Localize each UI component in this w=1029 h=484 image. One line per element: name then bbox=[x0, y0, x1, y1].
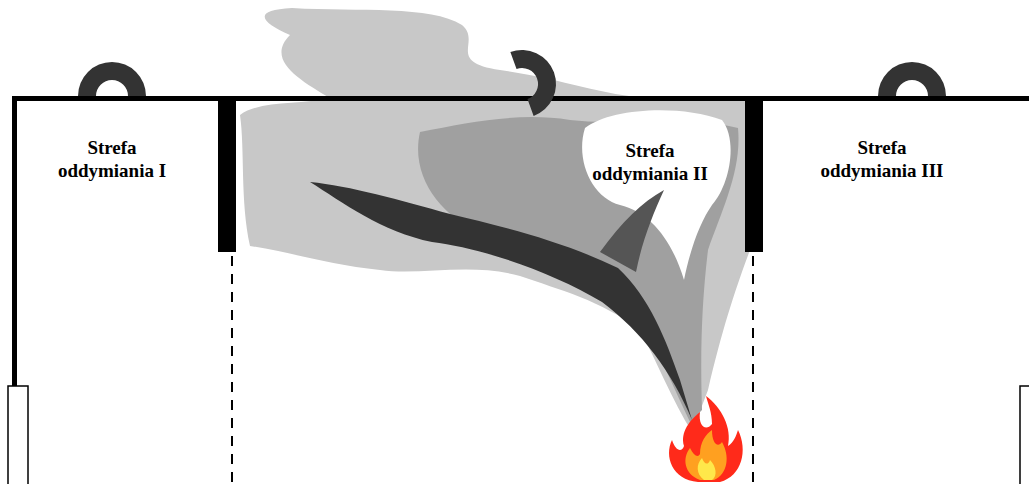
smoke-light bbox=[240, 8, 750, 432]
smoke-vent bbox=[78, 62, 146, 96]
zone-label: Strefa oddymiania I bbox=[42, 137, 182, 183]
left-opening bbox=[8, 386, 28, 484]
zone-label: Strefa oddymiania II bbox=[580, 140, 720, 186]
smoke-vent-open bbox=[510, 40, 565, 116]
smoke-clear-patch bbox=[582, 110, 731, 280]
smoke-curtain bbox=[218, 96, 236, 252]
fire-core bbox=[698, 458, 716, 480]
smoke-dark bbox=[310, 182, 692, 420]
curtain-dashed-line bbox=[752, 256, 754, 484]
zone-label: Strefa oddymiania III bbox=[812, 137, 952, 183]
smoke-vent bbox=[878, 62, 946, 96]
fire-inner bbox=[685, 430, 726, 480]
ceiling bbox=[12, 96, 1029, 101]
fire bbox=[669, 396, 743, 482]
right-opening bbox=[1020, 386, 1029, 484]
smoke-dark-streak bbox=[600, 190, 664, 272]
left-wall bbox=[12, 96, 17, 386]
smoke-curtain bbox=[745, 96, 763, 252]
curtain-dashed-line bbox=[231, 256, 233, 484]
